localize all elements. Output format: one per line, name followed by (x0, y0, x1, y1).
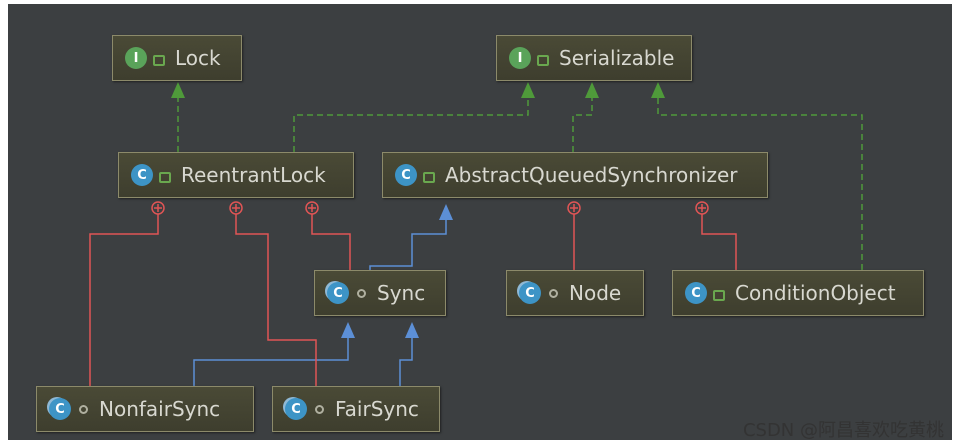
node-label: Lock (175, 46, 221, 70)
uml-diagram-canvas: I Lock I Serializable C ReentrantLock C … (8, 4, 952, 440)
class-icon: C (131, 164, 153, 186)
node-fairsync[interactable]: C FairSync (272, 386, 440, 432)
interface-icon: I (509, 47, 531, 69)
node-serializable[interactable]: I Serializable (496, 35, 692, 81)
relation-reentrantlock-implements-serializable (293, 90, 529, 152)
package-visibility-icon (354, 286, 368, 300)
node-conditionobject[interactable]: C ConditionObject (672, 270, 924, 316)
inner-class-icon: C (327, 282, 349, 304)
watermark-text: CSDN @阿昌喜欢吃黄桃 (742, 420, 944, 441)
inner-class-icon: C (49, 398, 71, 420)
arrowhead-aqs (439, 204, 453, 220)
node-label: ConditionObject (735, 281, 896, 305)
package-visibility-icon (312, 402, 326, 416)
class-icon: C (685, 282, 707, 304)
node-reentrantlock[interactable]: C ReentrantLock (118, 152, 354, 198)
arrowhead-lock (171, 82, 185, 98)
public-visibility-icon (536, 51, 550, 65)
node-node[interactable]: C Node (506, 270, 644, 316)
relation-nonfairsync-inner-reentrantlock (89, 214, 159, 386)
public-visibility-icon (158, 168, 172, 182)
node-sync[interactable]: C Sync (314, 270, 446, 316)
inner-class-icon: C (285, 398, 307, 420)
node-nonfairsync[interactable]: C NonfairSync (36, 386, 254, 432)
node-label: AbstractQueuedSynchronizer (445, 163, 738, 187)
node-label: FairSync (335, 397, 419, 421)
public-visibility-icon (152, 51, 166, 65)
arrowhead-sync-right (405, 322, 419, 338)
arrowhead-serializable-right (651, 82, 665, 98)
relation-nonfairsync-extends-sync (193, 336, 349, 386)
package-visibility-icon (546, 286, 560, 300)
node-lock[interactable]: I Lock (112, 35, 242, 81)
relation-sync-extends-aqs (369, 218, 447, 270)
node-abstractqueuedsynchronizer[interactable]: C AbstractQueuedSynchronizer (382, 152, 768, 198)
interface-icon: I (125, 47, 147, 69)
relation-aqs-implements-serializable (572, 90, 593, 152)
relation-conditionobject-inner-aqs (701, 214, 737, 270)
relation-conditionobject-implements-serializable (657, 90, 863, 270)
node-label: Sync (377, 281, 426, 305)
node-label: Serializable (559, 46, 675, 70)
inner-class-icon: C (519, 282, 541, 304)
relation-sync-inner-reentrantlock (311, 214, 351, 270)
package-visibility-icon (76, 402, 90, 416)
node-label: NonfairSync (99, 397, 221, 421)
relation-fairsync-inner-reentrantlock (235, 214, 317, 386)
relation-fairsync-extends-sync (399, 336, 413, 386)
arrowhead-sync-left (341, 322, 355, 338)
arrowhead-serializable-middle (585, 82, 599, 98)
node-label: ReentrantLock (181, 163, 326, 187)
node-label: Node (569, 281, 622, 305)
arrowhead-serializable-left (521, 82, 535, 98)
inner-class-marker-plus (154, 204, 706, 212)
relation-lines (89, 82, 863, 386)
public-visibility-icon (712, 286, 726, 300)
class-icon: C (395, 164, 417, 186)
public-visibility-icon (422, 168, 436, 182)
